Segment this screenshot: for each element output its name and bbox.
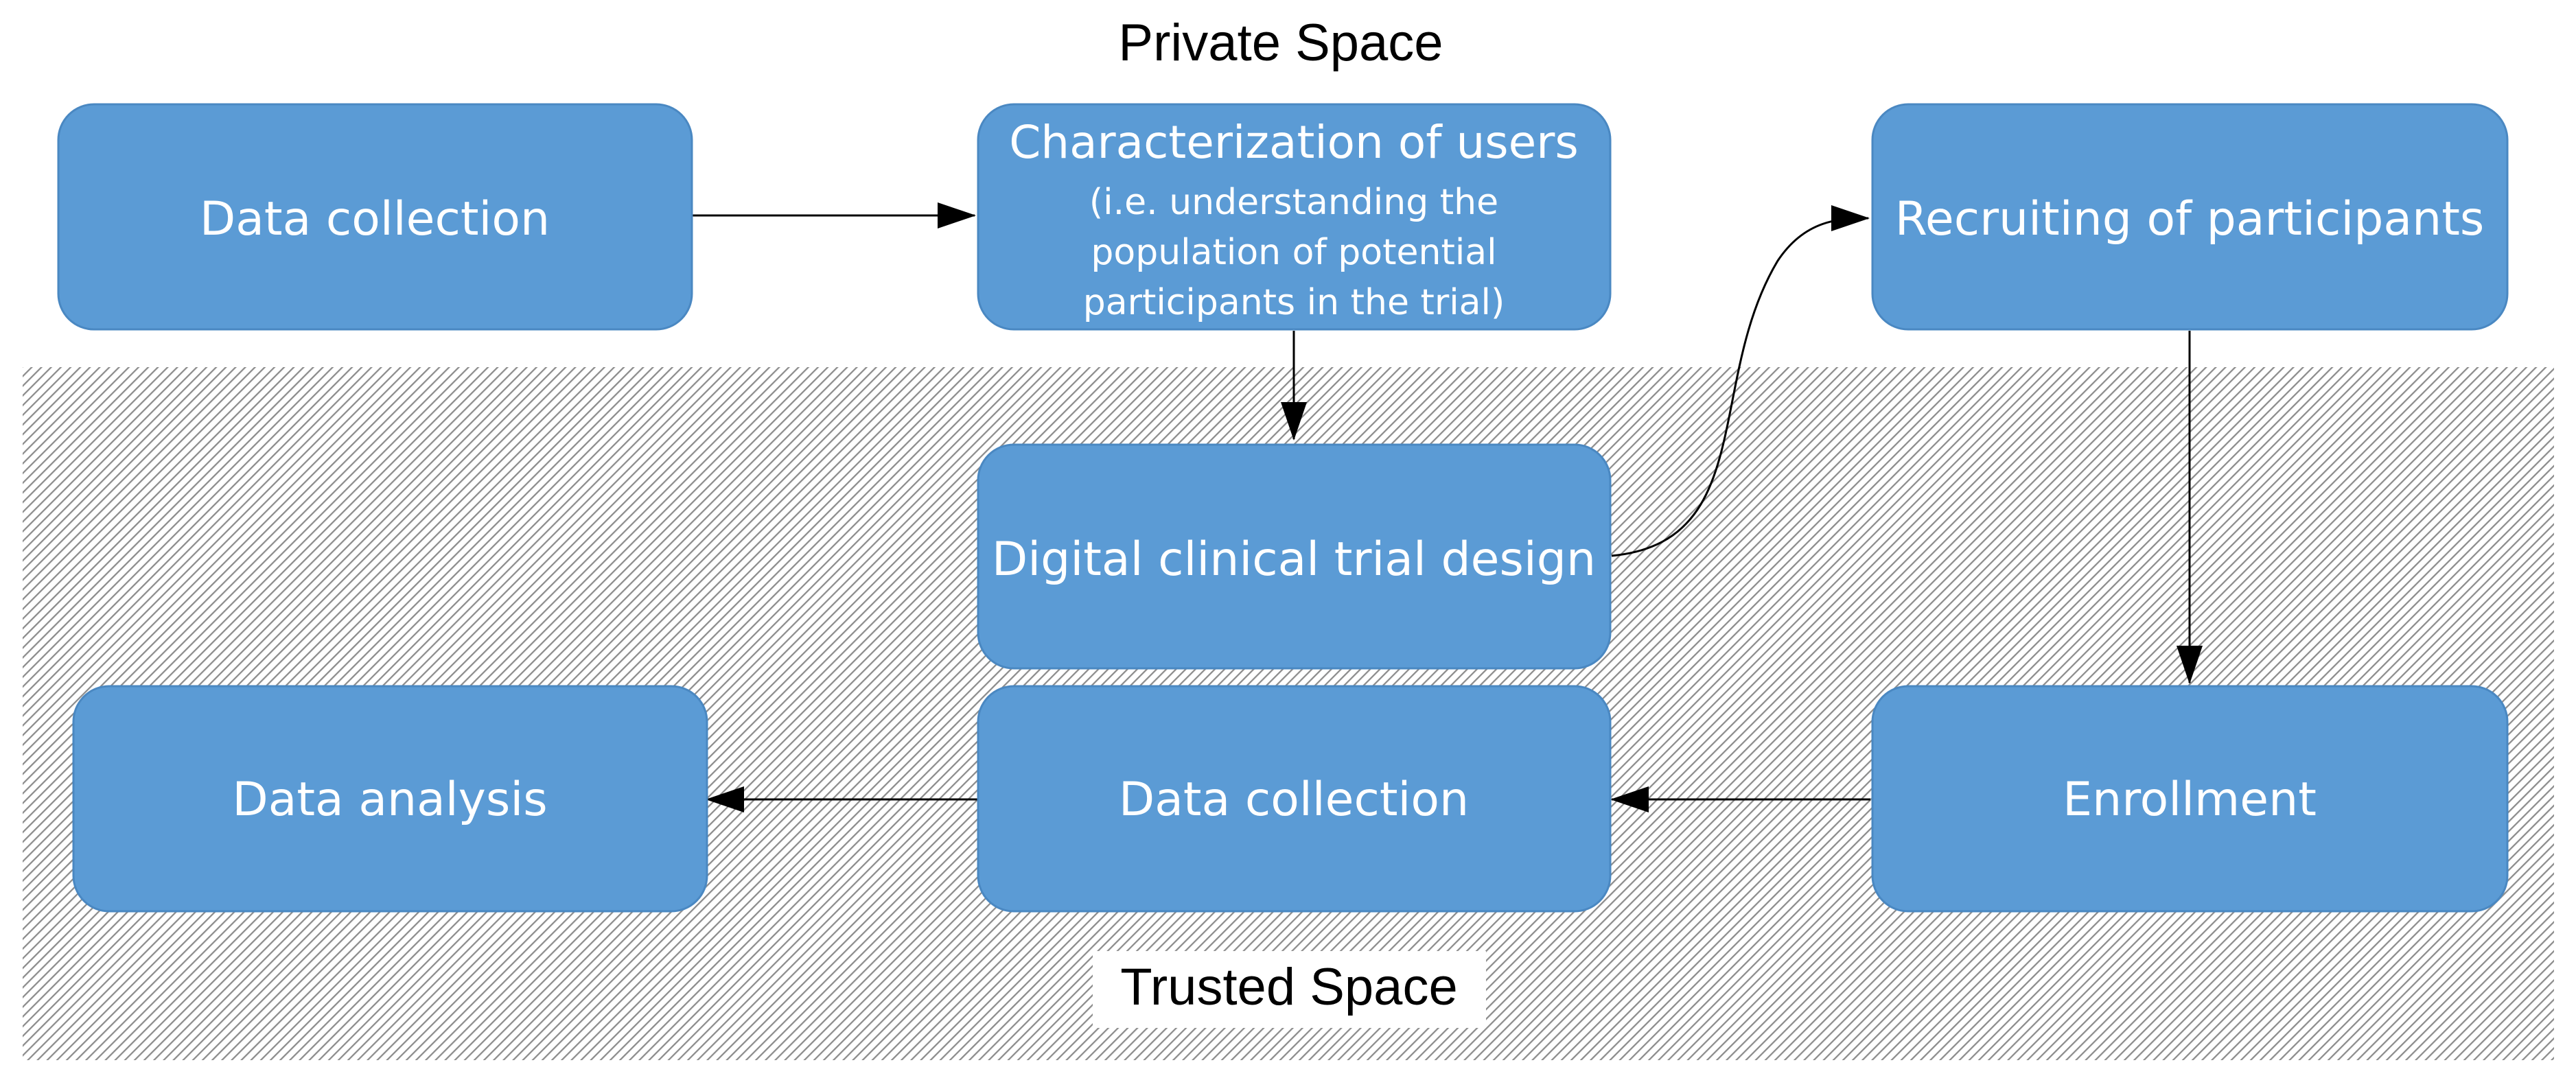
node-subtitle-line: population of potential — [1091, 232, 1496, 273]
node-characterization-of-users: Characterization of users (i.e. understa… — [977, 103, 1612, 331]
node-digital-clinical-trial-design: Digital clinical trial design — [977, 443, 1612, 670]
private-space-label: Private Space — [1118, 14, 1443, 72]
trusted-space-label: Trusted Space — [1120, 958, 1457, 1016]
node-subtitle-line: participants in the trial) — [1083, 282, 1505, 323]
node-data-analysis: Data analysis — [72, 685, 708, 913]
node-label: Recruiting of participants — [1895, 192, 2485, 246]
node-label: Data collection — [1119, 773, 1469, 827]
trusted-space-label-bg — [1093, 951, 1486, 1028]
node-enrollment: Enrollment — [1871, 685, 2509, 913]
node-data-collection-trial: Data collection — [977, 685, 1612, 913]
node-subtitle-line: (i.e. understanding the — [1089, 182, 1498, 223]
arrow-design-to-recruiting — [1611, 205, 1870, 557]
node-label: Data collection — [200, 192, 550, 246]
node-label: Digital clinical trial design — [992, 532, 1596, 587]
node-recruiting-of-participants: Recruiting of participants — [1871, 103, 2509, 331]
node-label: Data analysis — [232, 773, 547, 827]
node-label: Enrollment — [2063, 773, 2317, 827]
node-data-collection-initial: Data collection — [57, 103, 693, 331]
node-title: Characterization of users — [1009, 116, 1579, 169]
